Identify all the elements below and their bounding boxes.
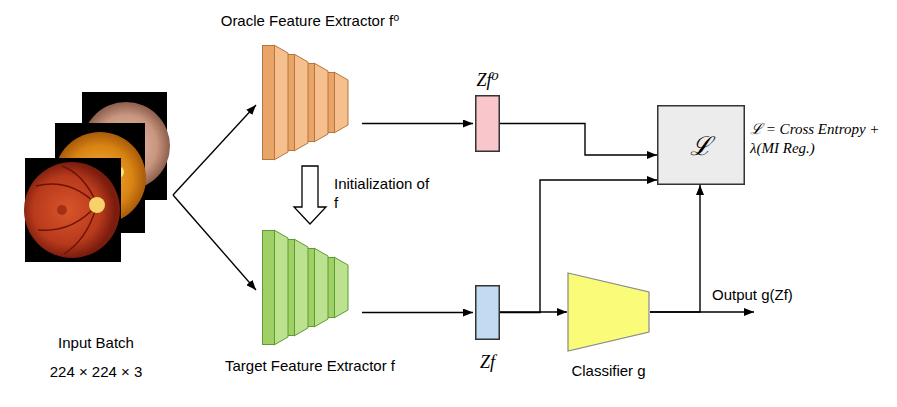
input-batch: Input Batch224 × 224 × 3 xyxy=(22,90,170,264)
connector xyxy=(173,105,256,195)
node-caption: Zf⁰ xyxy=(476,69,498,91)
loss-box: ℒ xyxy=(657,105,745,185)
label-group: Target Feature Extractor f xyxy=(225,357,395,376)
trapezoid-shape xyxy=(567,272,650,352)
label-group: Oracle Feature Extractor f⁰ xyxy=(221,12,400,31)
layer-stack xyxy=(262,230,358,345)
label-group: ℒ xyxy=(657,105,745,185)
init-arrow xyxy=(294,166,326,224)
target-extractor: Target Feature Extractor f xyxy=(262,230,358,345)
feature-vector: Zf xyxy=(475,285,500,340)
node-caption: 224 × 224 × 3 xyxy=(50,363,143,382)
node-caption: Target Feature Extractor f xyxy=(225,357,395,376)
output-label: Output g(Zf) xyxy=(712,286,862,305)
label-group: Zf⁰ xyxy=(476,69,498,91)
box-shape xyxy=(475,285,500,340)
node-caption: Input Batch xyxy=(50,334,143,353)
label-group: Classifier g xyxy=(571,362,645,381)
connector xyxy=(362,123,473,124)
fundus-image xyxy=(24,158,121,262)
connector xyxy=(173,195,256,290)
node-caption: Classifier g xyxy=(571,362,645,381)
label-group: Input Batch 224 × 224 × 3 xyxy=(50,334,143,382)
connector xyxy=(500,124,657,156)
node-caption: Zf xyxy=(480,352,495,373)
node-title: ℒ xyxy=(690,127,712,163)
oracle-extractor: Oracle Feature Extractor f⁰ xyxy=(262,45,358,160)
classifier: Classifier g xyxy=(567,272,650,352)
edge-label: Initialization of f xyxy=(334,175,434,213)
node-caption: Oracle Feature Extractor f⁰ xyxy=(221,12,400,31)
feature-vector: Zf⁰ xyxy=(475,95,500,152)
label-group: Zf xyxy=(480,352,495,373)
box-shape xyxy=(475,95,500,152)
connector xyxy=(362,312,473,313)
connector xyxy=(500,311,567,312)
connector xyxy=(650,185,700,312)
loss-formula: ℒ = Cross Entropy + λ(MI Reg.) xyxy=(750,120,892,158)
layer-stack xyxy=(262,45,358,160)
